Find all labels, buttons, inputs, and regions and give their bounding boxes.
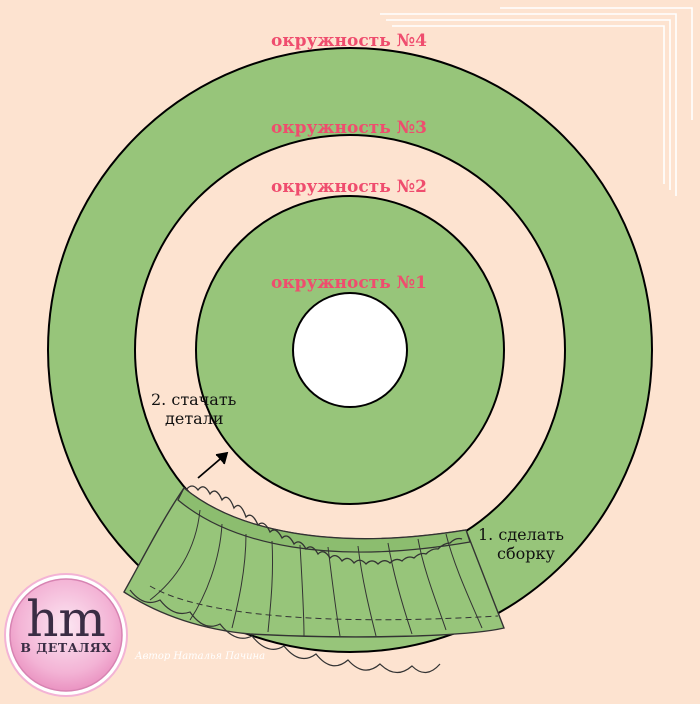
step-stitch-line1: 2. стачать xyxy=(151,390,237,409)
ring-label-4: окружность №4 xyxy=(271,31,427,51)
step-stitch-line2: детали xyxy=(165,409,224,428)
ring-label-3: окружность №3 xyxy=(271,118,427,138)
ring-label-1: окружность №1 xyxy=(271,273,427,293)
logo-sub: В ДЕТАЛЯХ xyxy=(20,640,111,655)
ring-label-2: окружность №2 xyxy=(271,177,427,197)
arrow-icon xyxy=(197,451,229,479)
logo-badge: hm В ДЕТАЛЯХ xyxy=(4,573,128,697)
step-gather-line1: 1. сделать xyxy=(478,525,564,544)
ruffle-icon xyxy=(123,485,505,674)
frame-lines xyxy=(380,7,693,196)
author-credit: Автор Наталья Пачина xyxy=(134,651,265,662)
ring-hole xyxy=(292,292,408,408)
logo-main: hm xyxy=(26,590,106,648)
step-gather-line2: сборку xyxy=(497,544,555,563)
